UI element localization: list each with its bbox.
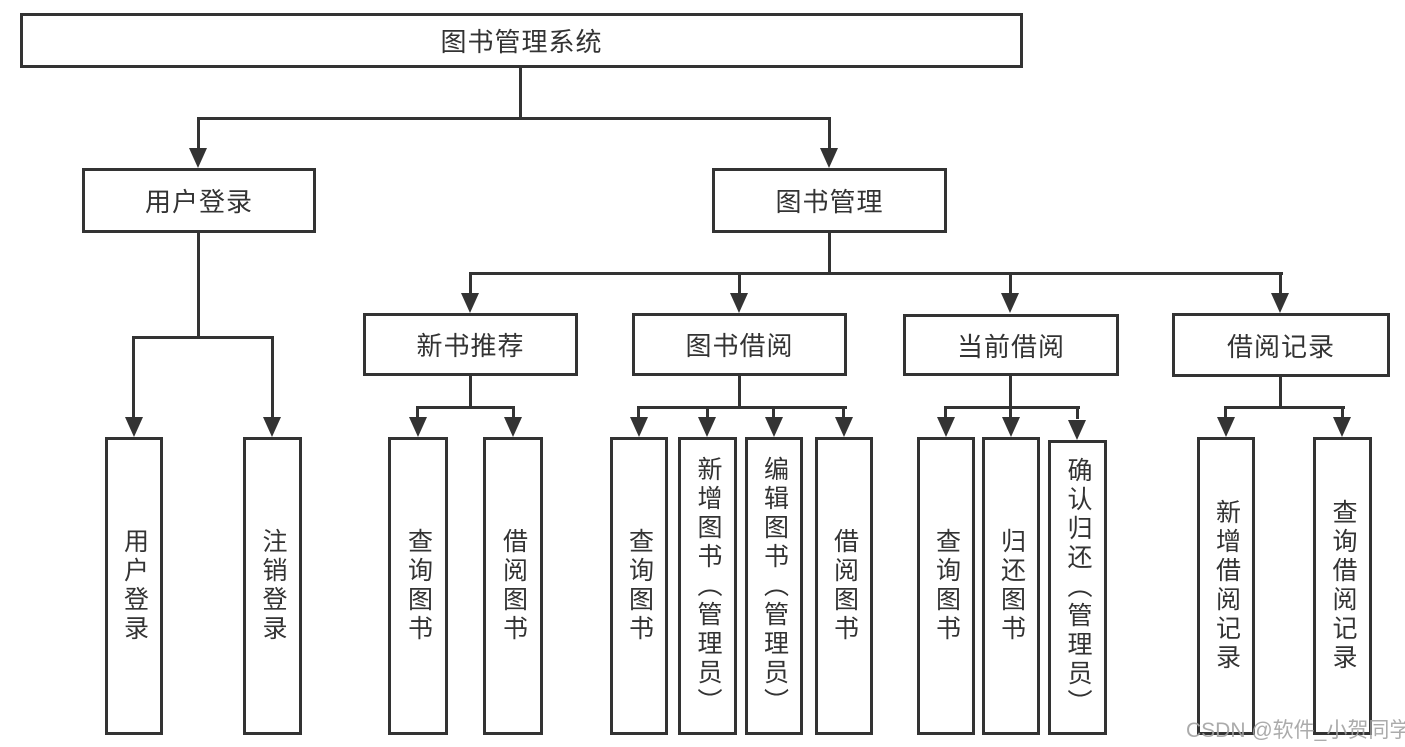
connector-current-borrow-drop: [1009, 376, 1012, 409]
leaf-cb-return-book: 归还图书: [982, 437, 1040, 735]
leaf-cb-confirm-return-admin: 确认归还（管理员）: [1048, 440, 1107, 735]
connector-arm-book-management: [828, 119, 831, 150]
csdn-watermark: CSDN @软件_小贺同学: [1186, 719, 1405, 742]
connector-borrow-records-drop: [1279, 377, 1282, 409]
arrowhead-user-login: [189, 148, 207, 168]
arrowhead-current-borrow: [1001, 293, 1019, 313]
leaf-bb-query-books-label: 查询图书: [625, 528, 654, 644]
node-book-management: 图书管理: [712, 168, 947, 233]
arrowhead-bb-add: [698, 417, 716, 437]
connector-root-drop: [519, 68, 522, 120]
connector-user-login-drop: [197, 233, 200, 339]
connector-arm-current-borrow: [1009, 274, 1012, 295]
node-new-book-recommend: 新书推荐: [363, 313, 578, 376]
node-book-borrow: 图书借阅: [632, 313, 847, 376]
leaf-user-login: 用户登录: [105, 437, 163, 735]
connector-arm-nb-borrow: [512, 408, 515, 419]
leaf-logout: 注销登录: [243, 437, 302, 735]
leaf-bb-add-book-admin-label: 新增图书（管理员）: [694, 455, 722, 717]
arrowhead-nb-query: [409, 417, 427, 437]
arrowhead-leaf-user-login: [125, 417, 143, 437]
node-book-borrow-label: 图书借阅: [685, 331, 794, 361]
node-current-borrow: 当前借阅: [903, 314, 1119, 376]
arrowhead-borrow-records: [1271, 293, 1289, 313]
leaf-bb-edit-book-admin-label: 编辑图书（管理员）: [760, 455, 789, 717]
node-book-management-label: 图书管理: [775, 187, 884, 217]
leaf-cb-query-books-label: 查询图书: [932, 528, 961, 644]
connector-arm-book-borrow: [738, 274, 741, 295]
connector-arm-bb-borrow: [842, 408, 845, 419]
connector-arm-cb-query: [944, 408, 947, 419]
arrowhead-br-add: [1217, 417, 1235, 437]
leaf-logout-label: 注销登录: [259, 528, 287, 644]
leaf-nb-query-books: 查询图书: [388, 437, 448, 735]
connector-new-book-split: [416, 406, 515, 409]
leaf-bb-add-book-admin: 新增图书（管理员）: [678, 437, 737, 735]
node-borrow-records: 借阅记录: [1172, 313, 1390, 377]
leaf-bb-borrow-books: 借阅图书: [815, 437, 873, 735]
leaf-br-query-record-label: 查询借阅记录: [1329, 499, 1357, 673]
node-current-borrow-label: 当前借阅: [956, 331, 1065, 362]
arrowhead-new-book: [461, 293, 479, 313]
leaf-bb-query-books: 查询图书: [610, 437, 668, 735]
arrowhead-cb-query: [937, 417, 955, 437]
leaf-br-add-record: 新增借阅记录: [1197, 437, 1255, 735]
connector-level2-split: [469, 272, 1283, 275]
leaf-bb-borrow-books-label: 借阅图书: [830, 528, 859, 644]
leaf-nb-borrow-books: 借阅图书: [483, 437, 543, 735]
leaf-nb-borrow-books-label: 借阅图书: [499, 528, 528, 644]
arrowhead-nb-borrow: [504, 417, 522, 437]
arrowhead-br-query: [1333, 417, 1351, 437]
leaf-bb-edit-book-admin: 编辑图书（管理员）: [745, 437, 803, 735]
connector-book-borrow-split: [637, 406, 847, 409]
connector-user-login-split: [132, 336, 274, 339]
connector-arm-cb-confirm: [1076, 408, 1079, 419]
connector-book-management-drop: [828, 233, 831, 275]
leaf-cb-query-books: 查询图书: [917, 437, 975, 735]
leaf-user-login-label: 用户登录: [120, 528, 149, 644]
node-user-login: 用户登录: [82, 168, 316, 233]
connector-book-borrow-drop: [738, 376, 741, 409]
connector-arm-bb-edit: [772, 408, 775, 419]
connector-arm-user-login: [197, 119, 200, 150]
connector-arm-borrow-records: [1279, 274, 1282, 295]
node-new-book-recommend-label: 新书推荐: [416, 331, 525, 361]
connector-arm-br-add: [1224, 408, 1227, 419]
node-borrow-records-label: 借阅记录: [1226, 331, 1335, 362]
connector-arm-nb-query: [416, 408, 419, 419]
arrowhead-leaf-logout: [263, 417, 281, 437]
leaf-br-add-record-label: 新增借阅记录: [1212, 499, 1241, 673]
leaf-nb-query-books-label: 查询图书: [404, 528, 433, 644]
connector-arm-br-query: [1341, 408, 1344, 419]
connector-arm-cb-return: [1009, 408, 1012, 419]
arrowhead-bb-borrow: [835, 417, 853, 437]
arrowhead-cb-return: [1002, 417, 1020, 437]
connector-arm-new-book: [469, 274, 472, 295]
node-library-system: 图书管理系统: [20, 13, 1023, 68]
node-library-system-label: 图书管理系统: [440, 27, 603, 57]
arrowhead-bb-edit: [765, 417, 783, 437]
arrowhead-bb-query: [630, 417, 648, 437]
connector-arm-leaf-logout: [271, 338, 274, 419]
connector-arm-leaf-user-login: [132, 338, 135, 419]
connector-arm-bb-add: [706, 408, 709, 419]
connector-level1-split: [197, 117, 831, 120]
connector-borrow-records-split: [1224, 406, 1345, 409]
arrowhead-cb-confirm: [1068, 420, 1086, 440]
arrowhead-book-management: [820, 148, 838, 168]
connector-current-borrow-split: [944, 406, 1080, 409]
leaf-cb-return-book-label: 归还图书: [997, 528, 1026, 644]
node-user-login-label: 用户登录: [144, 187, 253, 217]
leaf-cb-confirm-return-admin-label: 确认归还（管理员）: [1064, 457, 1092, 718]
connector-arm-bb-query: [637, 408, 640, 419]
leaf-br-query-record: 查询借阅记录: [1313, 437, 1372, 735]
connector-new-book-drop: [469, 376, 472, 409]
arrowhead-book-borrow: [730, 293, 748, 313]
